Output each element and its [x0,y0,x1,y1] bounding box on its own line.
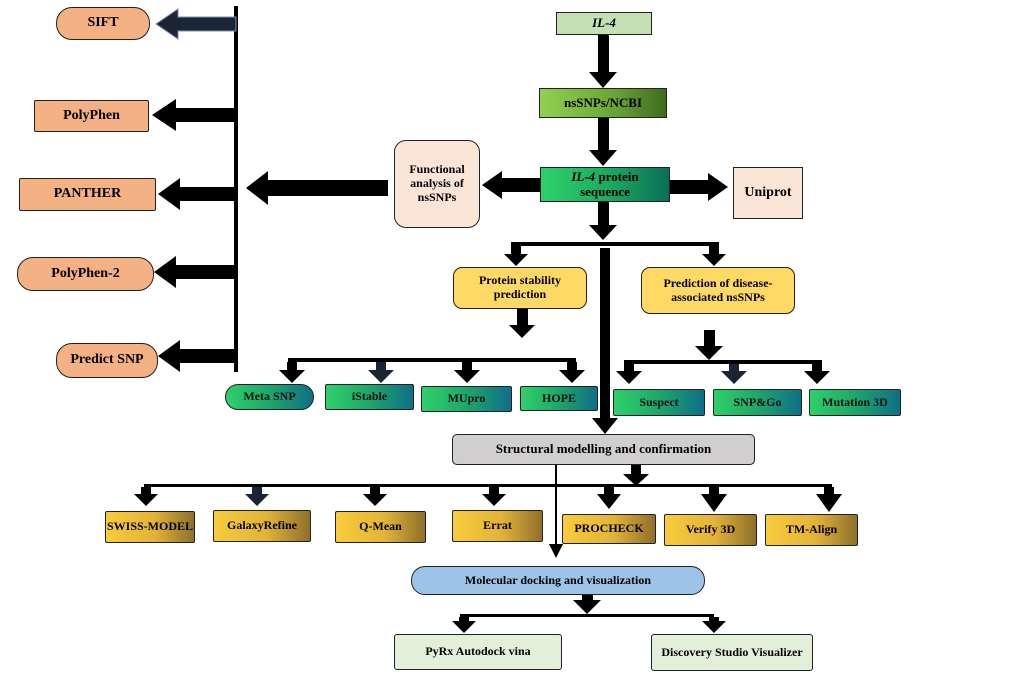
protein-box-line2: sequence [580,183,630,199]
arrow-to-disease [702,242,726,266]
arrow-protein-down [589,202,617,240]
arrow-il4-to-ncbi [589,35,617,88]
box-disease-associated: Prediction of disease-associated nsSNPs [641,267,795,314]
tool-q-mean: Q-Mean [335,511,426,543]
arrow-to-verify3d [701,487,727,512]
arrow-to-errat [482,487,506,506]
arrow-to-mupro [454,362,480,383]
arrow-to-docking [549,544,563,558]
arrow-ncbi-to-protein [589,118,617,166]
arrow-to-swiss-model [134,487,158,506]
disease-branch-line [624,360,822,364]
tool-galaxyrefine: GalaxyRefine [213,510,311,542]
arrow-to-panther [158,178,236,210]
box-functional-analysis: Functional analysis of nsSNPs [394,140,480,228]
box-molecular-docking: Molecular docking and visualization [411,566,705,595]
arrow-disease-down [695,330,723,360]
tool-mutation-3d: Mutation 3D [809,389,901,416]
tool-mupro: MUpro [421,386,512,412]
tool-predict-snp: Predict SNP [56,343,158,378]
arrow-to-meta-snp [279,362,305,383]
tool-tm-align: TM-Align [765,514,858,546]
protein-box-line1: IL-4 protein [571,168,639,185]
box-il4: IL-4 [556,12,652,35]
structural-branch-line [144,484,832,487]
arrow-to-discovery-studio [702,617,726,633]
branch-line-top [514,242,718,246]
tool-polyphen-2: PolyPhen-2 [17,257,154,291]
arrow-functional-to-spine [246,171,388,205]
arrow-structural-down [623,464,649,486]
arrow-docking-down [573,595,601,614]
protein-word: protein [598,168,639,184]
tool-polyphen: PolyPhen [34,100,149,132]
tool-panther: PANTHER [19,178,156,211]
arrow-to-predict-snp [158,340,236,372]
tool-istable: iStable [325,384,414,410]
arrow-central-to-structural [592,248,618,434]
arrow-to-tm-align [816,487,842,512]
box-nssnps-ncbi: nsSNPs/NCBI [539,88,667,118]
tool-swiss-model: SWISS-MODEL [105,511,195,543]
arrow-to-pyrx [452,617,476,633]
arrow-to-procheck [597,487,621,509]
tool-verify-3d: Verify 3D [664,514,757,546]
arrow-to-hope [559,362,585,383]
arrow-protein-to-functional [482,171,540,199]
arrow-to-sift [155,8,237,40]
box-protein-stability: Protein stability prediction [453,267,587,309]
arrow-to-snpgo [721,364,747,384]
arrow-to-polyphen [152,99,236,131]
arrow-to-q-mean [363,487,387,506]
box-protein-sequence: IL-4 protein sequence [540,167,670,202]
box-structural-modelling: Structural modelling and confirmation [452,434,755,465]
arrow-to-mutation3d [804,364,830,384]
tool-discovery-studio: Discovery Studio Visualizer [651,634,813,671]
tool-procheck: PROCHECK [562,514,656,544]
tool-pyrx-autodock-vina: PyRx Autodock vina [394,634,562,670]
arrow-to-polyphen2 [154,256,236,288]
box-uniprot: Uniprot [733,167,803,219]
arrow-stability-down [509,309,535,338]
protein-gene-name: IL-4 [571,168,596,184]
tool-sift: SIFT [56,7,150,40]
tool-hope: HOPE [520,386,598,411]
tool-errat: Errat [452,510,543,542]
docking-branch-line [460,614,714,617]
arrow-to-stability [504,242,528,266]
line-to-docking [555,464,557,544]
arrow-to-galaxyrefine [245,487,269,506]
arrow-to-suspect [616,364,642,384]
tool-suspect: Suspect [613,389,705,416]
tool-snp-go: SNP&Go [713,389,802,416]
tool-meta-snp: Meta SNP [225,384,314,410]
arrow-to-istable [368,362,394,383]
stability-branch-line [288,358,576,362]
arrow-protein-to-uniprot [670,173,728,201]
